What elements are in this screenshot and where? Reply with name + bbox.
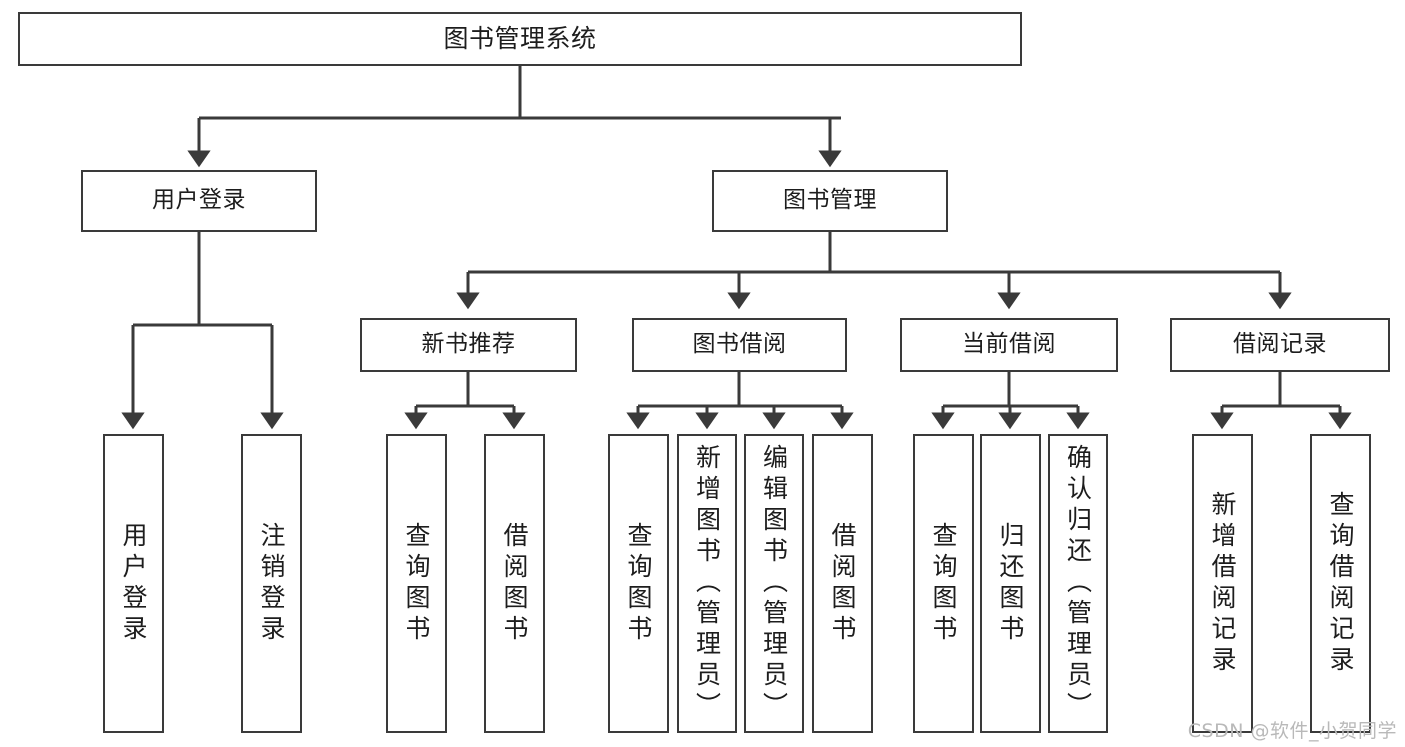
node-label: 用户登录 [119,521,148,646]
node-leaf-query-borrow-record[interactable]: 查询借阅记录 [1310,434,1371,733]
connector-bookborrow-to-leaves [626,372,854,430]
node-leaf-borrow-book[interactable]: 借阅图书 [812,434,873,733]
node-label: 新增借阅记录 [1208,490,1237,677]
node-label: 借阅图书 [500,521,529,646]
node-current-borrow[interactable]: 当前借阅 [900,318,1118,372]
node-borrow-record[interactable]: 借阅记录 [1170,318,1390,372]
node-root-book-management-system[interactable]: 图书管理系统 [18,12,1022,66]
node-label: 查询图书 [929,521,958,646]
node-leaf-borrow-book-recommend[interactable]: 借阅图书 [484,434,545,733]
node-leaf-query-book-current[interactable]: 查询图书 [913,434,974,733]
node-leaf-confirm-return-admin[interactable]: 确认归还（管理员） [1048,434,1108,733]
node-label: 查询图书 [624,521,653,646]
watermark-text: CSDN @软件_小贺同学 [1187,720,1397,742]
connector-userlogin-to-leaves [121,232,284,430]
node-leaf-add-borrow-record[interactable]: 新增借阅记录 [1192,434,1253,733]
node-label: 确认归还（管理员） [1063,444,1093,723]
node-label: 归还图书 [996,521,1025,646]
node-leaf-return-book[interactable]: 归还图书 [980,434,1041,733]
node-label: 编辑图书（管理员） [759,444,789,723]
node-leaf-logout[interactable]: 注销登录 [241,434,302,733]
connector-root-to-level2 [187,66,842,168]
node-label: 图书借阅 [692,331,787,358]
connector-bookmgmt-to-level3 [456,232,1292,310]
node-label: 查询借阅记录 [1326,490,1355,677]
node-label: 查询图书 [402,521,431,646]
node-leaf-query-book-recommend[interactable]: 查询图书 [386,434,447,733]
node-label: 注销登录 [257,521,286,646]
node-label: 新书推荐 [421,331,516,358]
node-leaf-edit-book-admin[interactable]: 编辑图书（管理员） [744,434,804,733]
node-book-management[interactable]: 图书管理 [712,170,948,232]
node-leaf-query-book-borrow[interactable]: 查询图书 [608,434,669,733]
node-leaf-add-book-admin[interactable]: 新增图书（管理员） [677,434,737,733]
node-leaf-user-login[interactable]: 用户登录 [103,434,164,733]
node-book-borrow[interactable]: 图书借阅 [632,318,847,372]
connector-currentborrow-to-leaves [931,372,1090,430]
node-new-book-recommend[interactable]: 新书推荐 [360,318,577,372]
connector-borrowrecord-to-leaves [1210,372,1352,430]
connector-newbook-to-leaves [404,372,526,430]
node-label: 新增图书（管理员） [692,444,722,723]
node-label: 图书管理系统 [443,24,597,54]
node-label: 用户登录 [152,187,246,214]
node-label: 图书管理 [783,187,877,214]
node-user-login[interactable]: 用户登录 [81,170,317,232]
node-label: 借阅记录 [1233,331,1327,358]
node-label: 借阅图书 [828,521,857,646]
node-label: 当前借阅 [962,331,1056,358]
